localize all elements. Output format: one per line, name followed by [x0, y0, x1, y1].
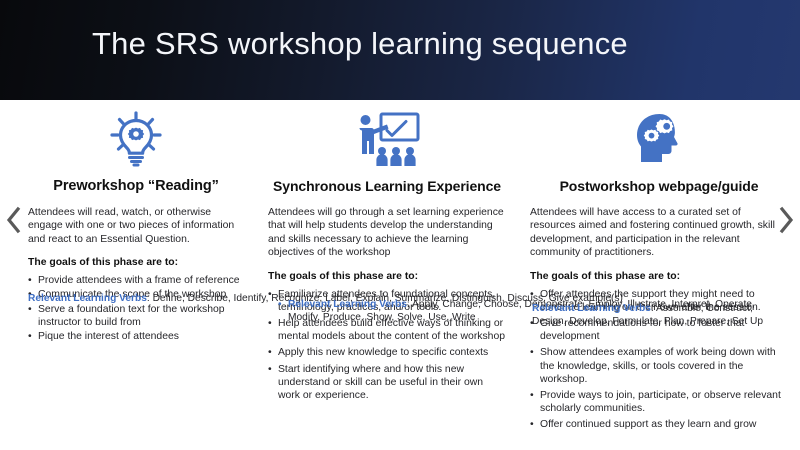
- phase-intro: Attendees will have access to a curated …: [530, 207, 775, 259]
- list-item: Provide ways to join, participate, or ob…: [530, 389, 788, 415]
- list-item: Provide attendees with a frame of refere…: [28, 274, 244, 287]
- verbs-label: Relevant Learning Verbs: [532, 303, 651, 314]
- verbs-text: Apply, Change, Choose, Demonstrate, Empl…: [288, 299, 755, 324]
- head-gears-icon: [530, 108, 788, 170]
- phase-columns: Preworkshop “Reading” Attendees will rea…: [0, 100, 800, 450]
- phase-heading: Postworkshop webpage/guide: [559, 178, 759, 194]
- phase-intro: Attendees will read, watch, or otherwise…: [28, 207, 235, 245]
- phase-column-postworkshop: Postworkshop webpage/guide Attendees wil…: [520, 100, 800, 450]
- verbs-separator: :: [650, 303, 657, 314]
- phase-goals-list: Provide attendees with a frame of refere…: [28, 274, 244, 343]
- list-item: Apply this new knowledge to specific con…: [268, 346, 506, 359]
- phase-heading: Preworkshop “Reading”: [53, 178, 219, 194]
- previous-slide-button[interactable]: [1, 203, 27, 237]
- list-item: Start identifying where and how this new…: [268, 363, 506, 403]
- phase-goals-label: The goals of this phase are to:: [530, 270, 681, 282]
- phase-heading: Synchronous Learning Experience: [273, 178, 501, 194]
- slide-title: The SRS workshop learning sequence: [92, 26, 628, 61]
- list-item: Offer continued support as they learn an…: [530, 418, 788, 431]
- list-item: Show attendees examples of work being do…: [530, 346, 788, 386]
- verbs-separator: :: [146, 293, 153, 304]
- verbs-text: Assemble, Construct, Design, Develop, Fo…: [532, 303, 764, 328]
- chevron-right-icon: [773, 203, 799, 237]
- list-item: Serve a foundation text for the workshop…: [28, 303, 244, 329]
- verbs-separator: :: [406, 299, 413, 310]
- list-item: Communicate the scope of the workshop: [28, 288, 244, 301]
- relevant-learning-verbs: Relevant Learning Verbs: Apply, Change, …: [278, 298, 780, 324]
- list-item: Pique the interest of attendees: [28, 330, 244, 343]
- phase-column-preworkshop: Preworkshop “Reading” Attendees will rea…: [0, 100, 258, 450]
- chevron-left-icon: [1, 203, 27, 237]
- next-slide-button[interactable]: [773, 203, 799, 237]
- phase-goals-label: The goals of this phase are to:: [28, 257, 179, 269]
- phase-column-synchronous: Synchronous Learning Experience Attendee…: [258, 100, 520, 450]
- verbs-label: Relevant Learning Verbs: [288, 299, 407, 310]
- slide-header-banner: The SRS workshop learning sequence: [0, 0, 800, 100]
- verbs-label: Relevant Learning Verbs: [28, 293, 147, 304]
- phase-intro: Attendees will go through a set learning…: [268, 207, 504, 259]
- lightbulb-gear-icon: [28, 108, 244, 170]
- relevant-learning-verbs: Relevant Learning Verbs: Assemble, Const…: [532, 302, 786, 328]
- presenter-whiteboard-audience-icon: [268, 108, 506, 170]
- phase-goals-label: The goals of this phase are to:: [268, 270, 419, 282]
